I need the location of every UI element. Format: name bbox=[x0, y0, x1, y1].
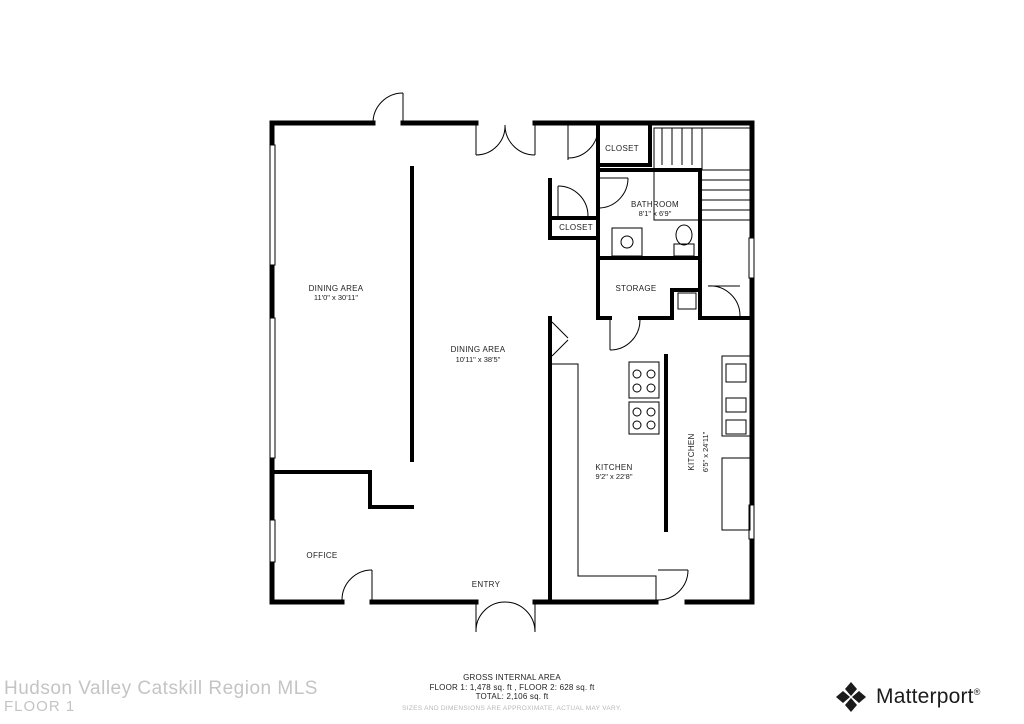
room-dims-dining-center: 10'11" x 38'5" bbox=[456, 355, 501, 364]
room-label-entry: ENTRY bbox=[472, 580, 501, 589]
gross-area-summary: GROSS INTERNAL AREA FLOOR 1: 1,478 sq. f… bbox=[340, 673, 684, 713]
room-label-closet-mid: CLOSET bbox=[559, 223, 593, 232]
exterior-walls bbox=[269, 120, 755, 605]
room-label-storage: STORAGE bbox=[615, 284, 656, 293]
room-label-kitchen-east: KITCHEN bbox=[687, 433, 696, 470]
size-disclaimer: SIZES AND DIMENSIONS ARE APPROXIMATE, AC… bbox=[402, 704, 622, 712]
floor-label: FLOOR 1 bbox=[4, 698, 76, 715]
room-label-kitchen-main: KITCHEN bbox=[595, 463, 632, 472]
room-label-dining-west: DINING AREA bbox=[309, 284, 364, 293]
gross-area-total: TOTAL: 2,106 sq. ft bbox=[475, 692, 549, 701]
room-dims-kitchen-main: 9'2" x 22'8" bbox=[596, 472, 633, 481]
room-label-dining-center: DINING AREA bbox=[451, 345, 506, 354]
matterport-brand: Matterport® bbox=[834, 677, 981, 717]
room-label-office: OFFICE bbox=[306, 551, 337, 560]
fixtures bbox=[611, 224, 747, 435]
room-label-bathroom: BATHROOM bbox=[631, 200, 679, 209]
matterport-wordmark: Matterport® bbox=[876, 685, 981, 708]
room-labels: DINING AREA 11'0" x 30'11" DINING AREA 1… bbox=[306, 144, 710, 589]
matterport-logo-icon bbox=[836, 682, 866, 712]
stairs bbox=[653, 127, 751, 221]
doors bbox=[341, 92, 741, 633]
interior-walls bbox=[272, 123, 754, 602]
kitchen-counter bbox=[552, 355, 751, 600]
gross-area-floors: FLOOR 1: 1,478 sq. ft , FLOOR 2: 628 sq.… bbox=[429, 682, 595, 692]
room-label-closet-top: CLOSET bbox=[605, 144, 639, 153]
room-dims-dining-west: 11'0" x 30'11" bbox=[314, 293, 359, 302]
room-dims-kitchen-east: 6'5" x 24'11" bbox=[701, 431, 710, 472]
mls-watermark: Hudson Valley Catskill Region MLS bbox=[4, 678, 318, 699]
room-dims-bathroom: 8'1" x 6'9" bbox=[639, 209, 672, 218]
windows bbox=[269, 144, 755, 563]
gross-area-title: GROSS INTERNAL AREA bbox=[463, 673, 561, 682]
